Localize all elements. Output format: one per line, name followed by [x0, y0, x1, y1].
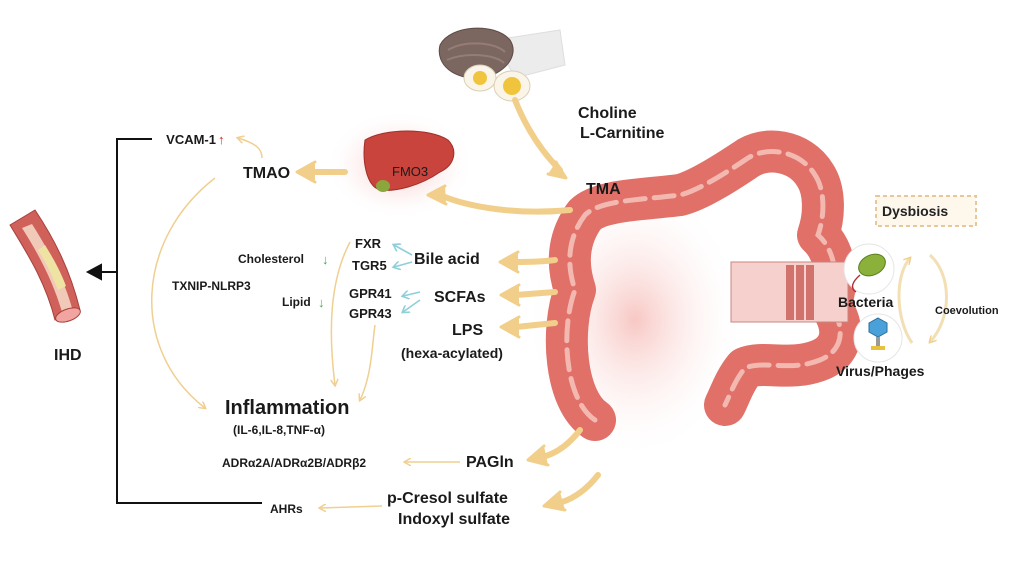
- choline-label: Choline: [578, 105, 637, 122]
- bile-acid-label: Bile acid: [414, 251, 480, 268]
- blue-arrows: [394, 245, 421, 312]
- lps-sub-label: (hexa-acylated): [401, 345, 503, 361]
- gpr41-label: GPR41: [349, 286, 392, 301]
- bacteria-icon: [843, 243, 895, 295]
- p-cresol-label: p-Cresol sulfate: [387, 490, 508, 507]
- lipid-down-arrow: ↓: [318, 295, 325, 310]
- vcam-up-arrow: ↑: [218, 132, 225, 147]
- lipid-label: Lipid: [282, 295, 311, 309]
- virus-label: Virus/Phages: [836, 363, 925, 379]
- phage-icon: [853, 313, 903, 363]
- cholesterol-down-arrow: ↓: [322, 252, 329, 267]
- dysbiosis-label: Dysbiosis: [882, 203, 948, 219]
- pagln-label: PAGln: [466, 454, 514, 471]
- adr-label: ADRα2A/ADRα2B/ADRβ2: [222, 456, 366, 470]
- gpr43-label: GPR43: [349, 306, 392, 321]
- ihd-bracket: [85, 138, 262, 504]
- dysbiosis-box: [875, 195, 977, 227]
- lps-label: LPS: [452, 322, 483, 339]
- inflammation-label: Inflammation: [225, 397, 349, 419]
- tmao-label: TMAO: [243, 165, 290, 182]
- vcam-label: VCAM-1: [166, 132, 216, 147]
- inflammation-sub-label: (IL-6,IL-8,TNF-α): [233, 423, 325, 437]
- fxr-label: FXR: [355, 236, 382, 251]
- ahrs-label: AHRs: [270, 502, 303, 516]
- thick-arrows: [295, 97, 601, 512]
- cholesterol-label: Cholesterol: [238, 252, 304, 266]
- thin-arrows: [151, 138, 948, 508]
- tgr5-label: TGR5: [352, 258, 387, 273]
- tma-label: TMA: [586, 181, 621, 198]
- indoxyl-label: Indoxyl sulfate: [398, 511, 510, 528]
- scfas-label: SCFAs: [434, 289, 486, 306]
- food-illustration: [438, 27, 566, 102]
- carnitine-label: L-Carnitine: [580, 125, 665, 142]
- txnip-label: TXNIP-NLRP3: [172, 279, 251, 293]
- artery-illustration: [9, 209, 81, 323]
- coevolution-label: Coevolution: [935, 305, 999, 317]
- bacteria-label: Bacteria: [838, 294, 893, 310]
- colon-illustration: [525, 130, 862, 460]
- fmo3-label: FMO3: [392, 164, 428, 179]
- labels: Choline L-Carnitine TMA FMO3 TMAO VCAM-1…: [54, 105, 999, 528]
- ihd-label: IHD: [54, 347, 82, 364]
